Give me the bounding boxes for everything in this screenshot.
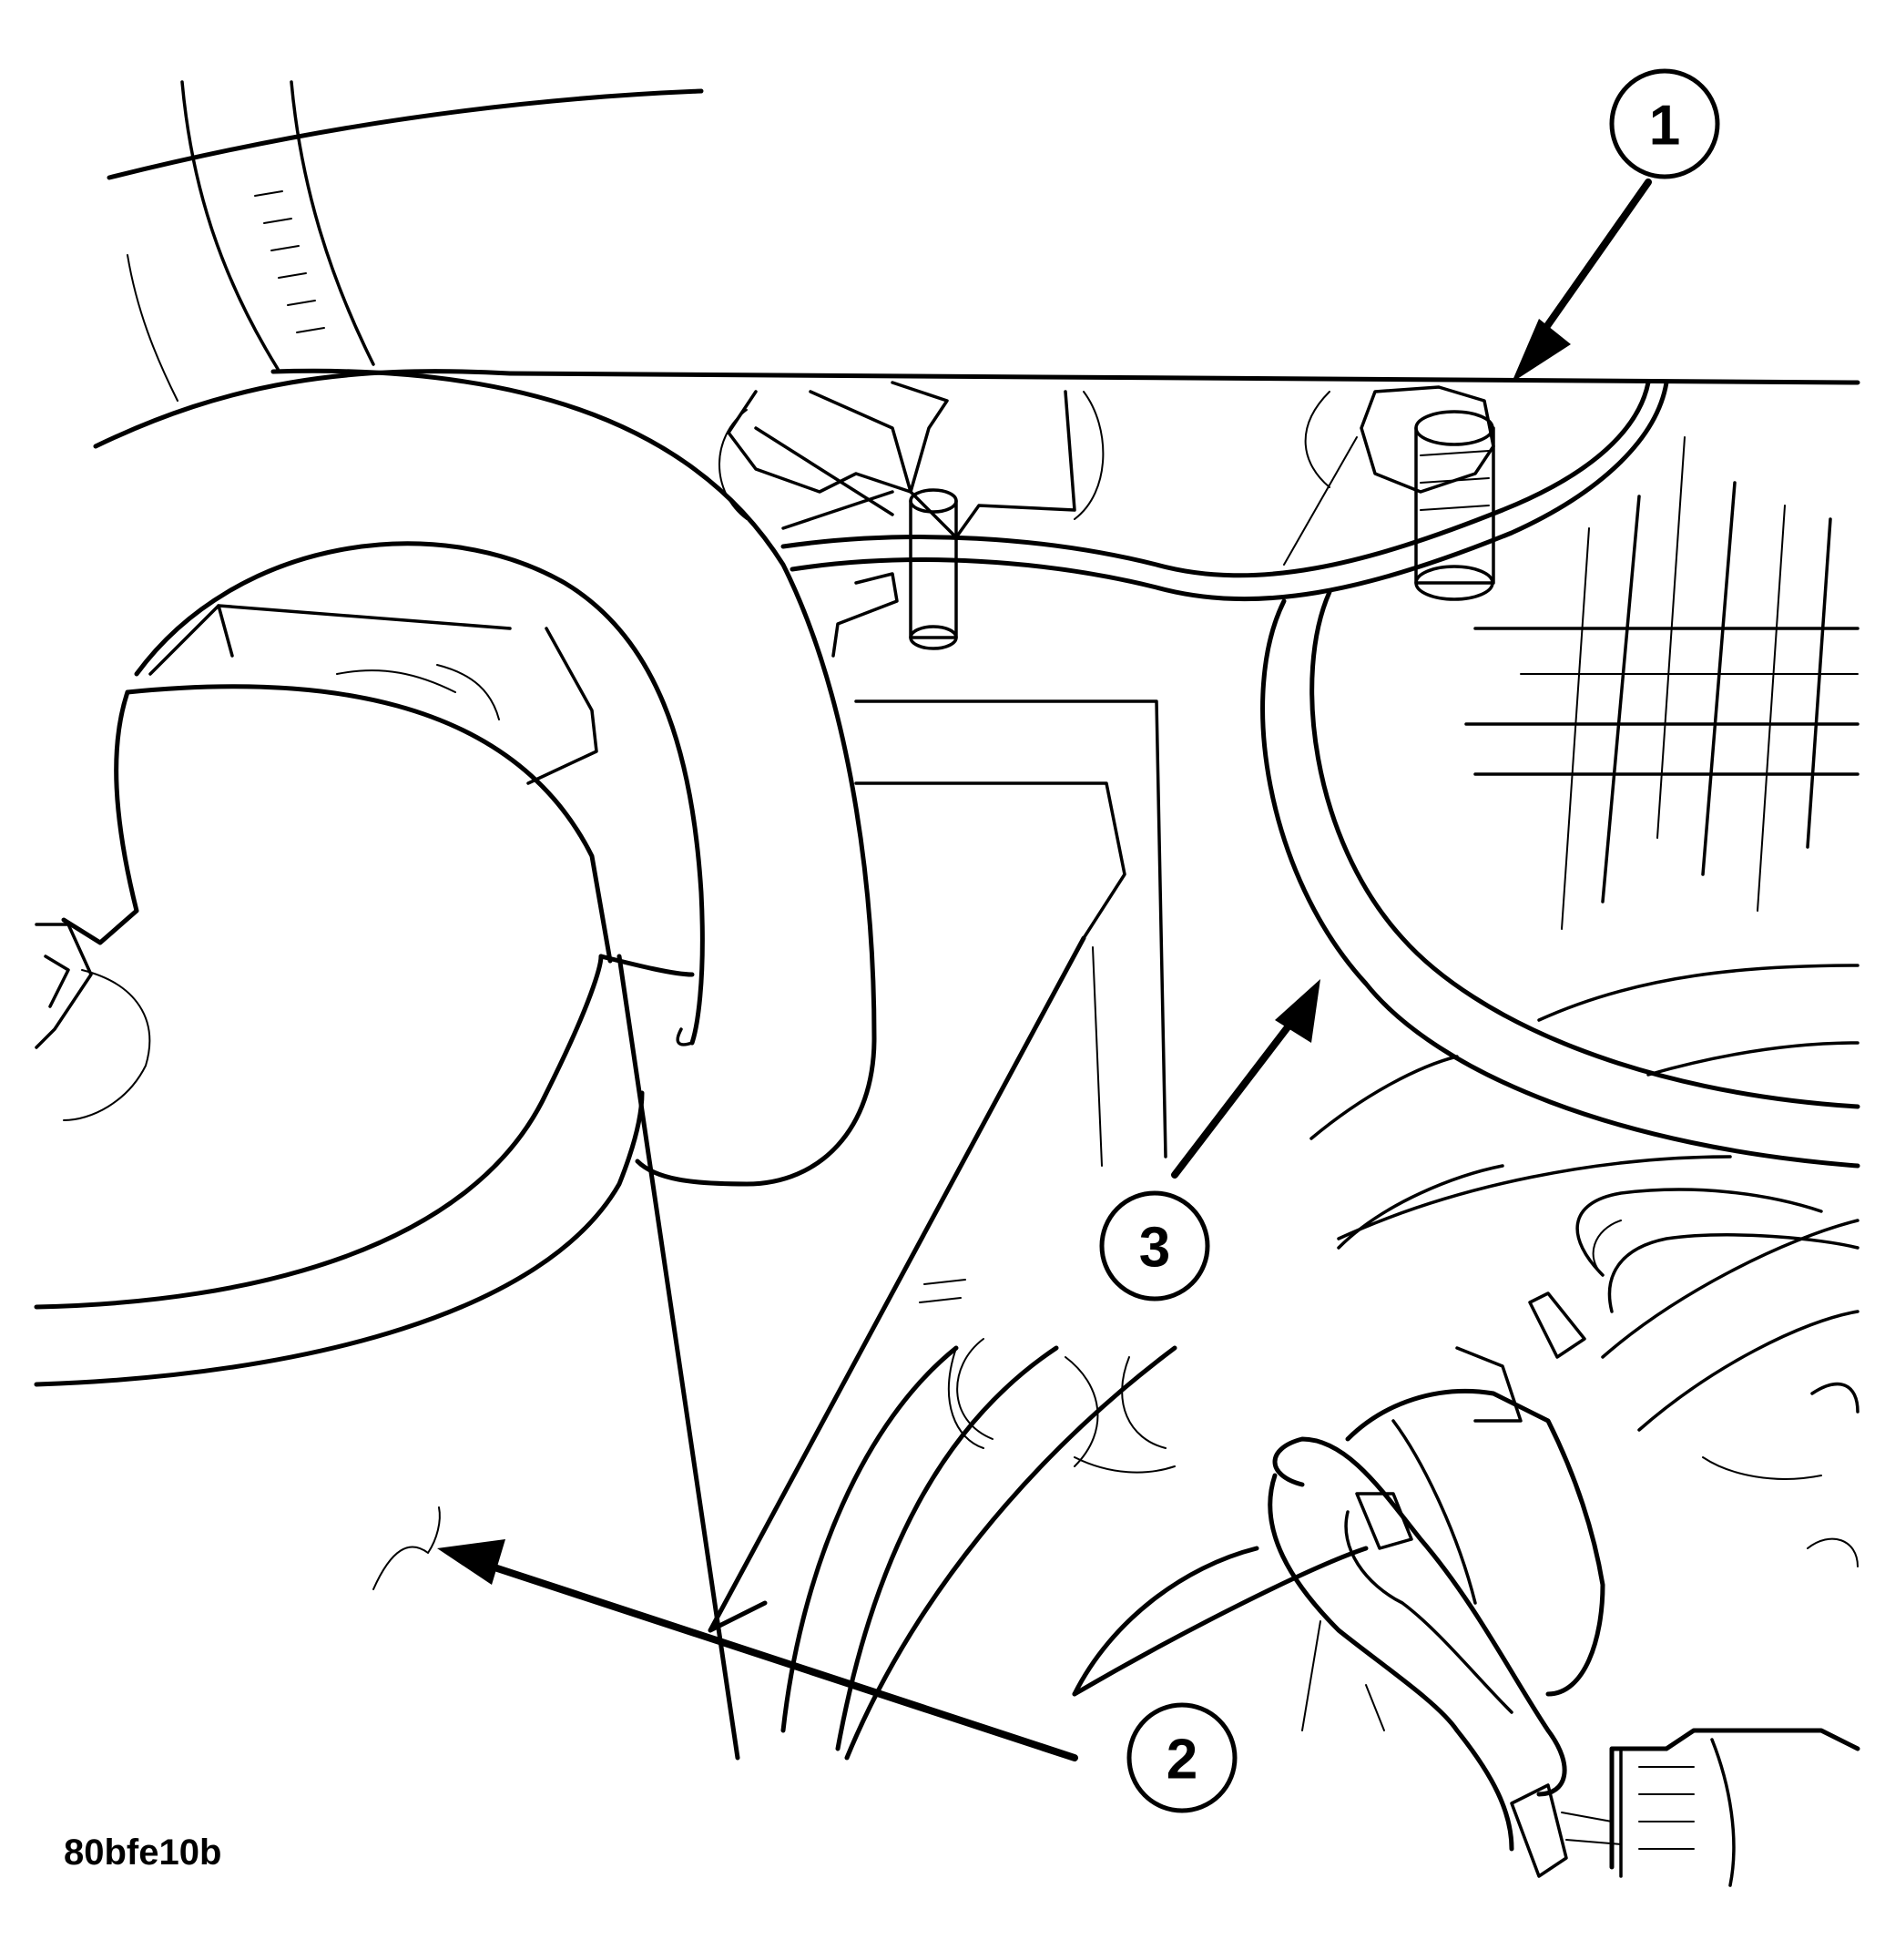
small-mark bbox=[372, 1506, 441, 1590]
callout-2: 2 bbox=[1126, 1702, 1238, 1813]
bent-radiator-hose bbox=[61, 368, 877, 1187]
vacuum-hose bbox=[1260, 589, 1860, 1169]
callout-1-number: 1 bbox=[1649, 95, 1680, 158]
callout-2-number: 2 bbox=[1167, 1729, 1197, 1792]
leader-1 bbox=[1512, 179, 1652, 383]
brake-line-upper bbox=[780, 380, 1669, 602]
mounting-bracket bbox=[616, 699, 1167, 1761]
top-panel-edge bbox=[507, 371, 1860, 385]
figure-id-label: 80bfe10b bbox=[64, 1832, 222, 1873]
upper-hose-with-clamp bbox=[93, 80, 704, 449]
leader-2 bbox=[437, 1539, 1078, 1761]
left-fitting bbox=[35, 923, 151, 1121]
lower-hose-fittings bbox=[1268, 1188, 1860, 1878]
reservoir-body bbox=[34, 954, 645, 1387]
callout-3-number: 3 bbox=[1139, 1217, 1170, 1280]
lower-right-housing bbox=[1609, 1383, 1860, 1887]
callout-1: 1 bbox=[1609, 68, 1720, 179]
bolt-heads bbox=[956, 1338, 1099, 1467]
mounting-stud-center bbox=[718, 381, 1105, 658]
leader-3 bbox=[1171, 979, 1320, 1179]
callout-3: 3 bbox=[1099, 1190, 1210, 1302]
radiator-core bbox=[1464, 436, 1860, 930]
mounting-bolt-right bbox=[1283, 385, 1495, 601]
